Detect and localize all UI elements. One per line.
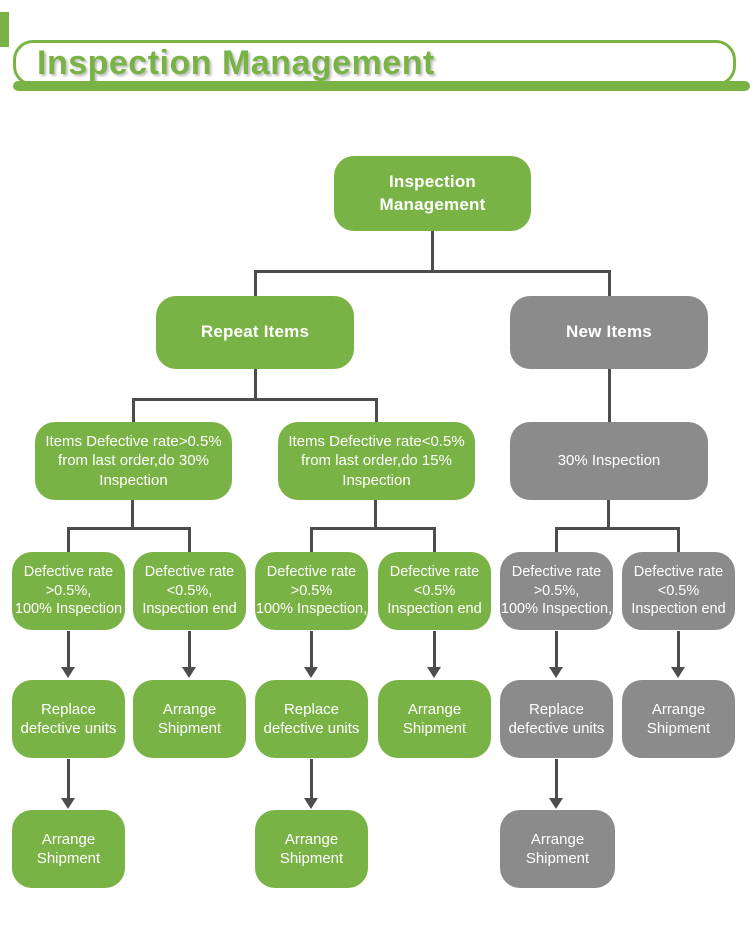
flow-node-label: Defective rate >0.5% 100% Inspection,	[255, 563, 368, 618]
connector-line	[254, 369, 257, 401]
connector-line	[310, 527, 313, 552]
flow-node-label: Arrange Shipment	[36, 830, 101, 868]
flow-node-label: Defective rate >0.5%, 100% Inspection	[14, 563, 123, 618]
flow-node-label: Arrange Shipment	[157, 700, 222, 738]
flow-node-label: Arrange Shipment	[279, 830, 344, 868]
flow-node-repeat-high-rate: Items Defective rate>0.5% from last orde…	[35, 422, 232, 500]
connector-line	[375, 398, 378, 422]
flow-node-action-4: Arrange Shipment	[378, 680, 491, 758]
connector-line	[431, 231, 434, 273]
flow-node-label: Repeat Items	[200, 322, 310, 342]
flow-node-action-5: Replace defective units	[500, 680, 613, 758]
header-accent-bar	[0, 12, 9, 47]
arrow-down-icon	[427, 667, 441, 678]
flow-node-defect-3: Defective rate >0.5% 100% Inspection,	[255, 552, 368, 630]
arrow-down-icon	[304, 798, 318, 809]
header: Inspection Management	[13, 40, 736, 86]
flow-node-label: Arrange Shipment	[525, 830, 590, 868]
arrow-shaft	[310, 759, 313, 798]
connector-line	[555, 527, 558, 552]
connector-line	[310, 527, 436, 530]
flow-node-label: Arrange Shipment	[402, 700, 467, 738]
flow-node-action-2: Arrange Shipment	[133, 680, 246, 758]
connector-line	[67, 527, 191, 530]
flow-node-ship-3: Arrange Shipment	[255, 810, 368, 888]
flow-node-defect-6: Defective rate <0.5% Inspection end	[622, 552, 735, 630]
connector-line	[374, 500, 377, 530]
arrow-shaft	[188, 631, 191, 667]
connector-line	[188, 527, 191, 552]
flow-node-ship-5: Arrange Shipment	[500, 810, 615, 888]
arrow-shaft	[310, 631, 313, 667]
flow-node-action-6: Arrange Shipment	[622, 680, 735, 758]
connector-line	[67, 527, 70, 552]
arrow-shaft	[677, 631, 680, 667]
arrow-down-icon	[61, 798, 75, 809]
flow-node-label: Items Defective rate>0.5% from last orde…	[45, 432, 222, 489]
flow-node-label: Replace defective units	[508, 700, 605, 738]
connector-line	[607, 500, 610, 530]
header-underline	[13, 81, 750, 91]
arrow-shaft	[67, 631, 70, 667]
flow-node-defect-4: Defective rate <0.5% Inspection end	[378, 552, 491, 630]
connector-line	[555, 527, 680, 530]
arrow-down-icon	[549, 798, 563, 809]
flow-node-label: Inspection Management	[379, 172, 486, 214]
flow-node-label: 30% Inspection	[557, 452, 661, 470]
flow-node-ship-1: Arrange Shipment	[12, 810, 125, 888]
arrow-down-icon	[549, 667, 563, 678]
flow-node-action-3: Replace defective units	[255, 680, 368, 758]
arrow-shaft	[67, 759, 70, 798]
flow-node-repeat-items: Repeat Items	[156, 296, 354, 369]
flow-node-defect-5: Defective rate >0.5%, 100% Inspection,	[500, 552, 613, 630]
arrow-down-icon	[671, 667, 685, 678]
arrow-shaft	[555, 759, 558, 798]
arrow-down-icon	[61, 667, 75, 678]
connector-line	[254, 270, 257, 296]
arrow-shaft	[433, 631, 436, 667]
page-title: Inspection Management	[37, 43, 435, 82]
connector-line	[132, 398, 378, 401]
arrow-down-icon	[182, 667, 196, 678]
flow-node-new-items: New Items	[510, 296, 708, 369]
flow-node-new-30-inspection: 30% Inspection	[510, 422, 708, 500]
flow-node-label: Items Defective rate<0.5% from last orde…	[288, 432, 465, 489]
flow-node-label: Defective rate <0.5%, Inspection end	[142, 563, 237, 618]
flow-node-defect-2: Defective rate <0.5%, Inspection end	[133, 552, 246, 630]
connector-line	[677, 527, 680, 552]
flow-node-repeat-low-rate: Items Defective rate<0.5% from last orde…	[278, 422, 475, 500]
flow-node-label: Replace defective units	[263, 700, 360, 738]
flow-node-label: Arrange Shipment	[646, 700, 711, 738]
connector-line	[433, 527, 436, 552]
connector-line	[132, 398, 135, 422]
flow-node-label: Defective rate >0.5%, 100% Inspection,	[500, 563, 613, 618]
flow-node-inspection-management: Inspection Management	[334, 156, 531, 231]
arrow-shaft	[555, 631, 558, 667]
connector-line	[608, 270, 611, 296]
connector-line	[608, 369, 611, 422]
flow-node-action-1: Replace defective units	[12, 680, 125, 758]
flow-node-label: Replace defective units	[20, 700, 117, 738]
flow-node-defect-1: Defective rate >0.5%, 100% Inspection	[12, 552, 125, 630]
flow-node-label: New Items	[566, 322, 652, 342]
arrow-down-icon	[304, 667, 318, 678]
connector-line	[254, 270, 611, 273]
connector-line	[131, 500, 134, 530]
flow-node-label: Defective rate <0.5% Inspection end	[631, 563, 726, 618]
flow-node-label: Defective rate <0.5% Inspection end	[387, 563, 482, 618]
